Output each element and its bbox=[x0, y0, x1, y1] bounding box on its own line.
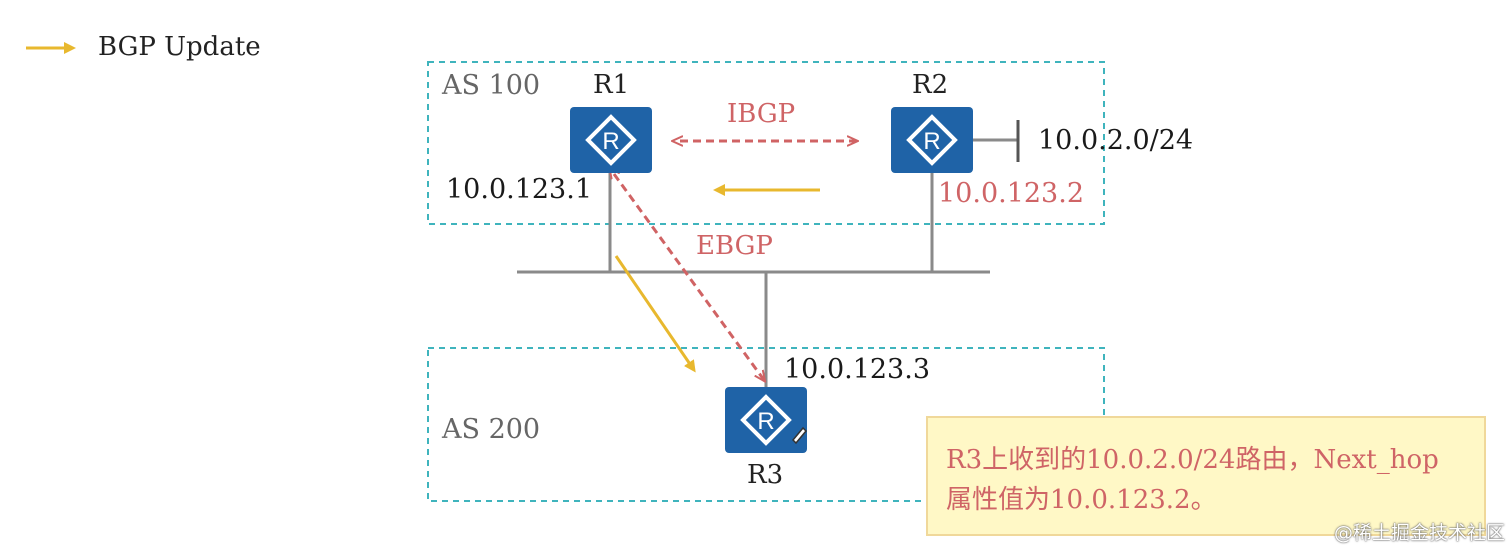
router-r1-ip: 10.0.123.1 bbox=[446, 174, 592, 205]
ibgp-label: IBGP bbox=[727, 99, 796, 129]
ebgp-label: EBGP bbox=[696, 231, 773, 261]
callout-line-1: R3上收到的10.0.2.0/24路由，Next_hop bbox=[946, 445, 1439, 475]
router-r2-name: R2 bbox=[912, 70, 949, 100]
legend-label: BGP Update bbox=[98, 32, 261, 62]
router-r3-glyph: R bbox=[757, 408, 774, 435]
router-r1-icon[interactable]: R bbox=[570, 107, 652, 173]
as200-label: AS 200 bbox=[442, 414, 541, 445]
router-r3-ip: 10.0.123.3 bbox=[784, 354, 930, 385]
watermark: @稀土掘金技术社区 bbox=[1334, 522, 1506, 544]
as100-label: AS 100 bbox=[442, 70, 541, 101]
router-r3-name: R3 bbox=[747, 460, 784, 490]
pen-cursor-icon bbox=[791, 426, 808, 445]
callout-line-2: 属性值为10.0.123.2。 bbox=[946, 485, 1217, 515]
router-r2-ip: 10.0.123.2 bbox=[938, 178, 1084, 209]
as100-boundary bbox=[427, 61, 1105, 225]
network-prefix: 10.0.2.0/24 bbox=[1038, 125, 1194, 156]
legend-arrow-icon bbox=[26, 42, 76, 54]
router-r1-name: R1 bbox=[593, 70, 630, 100]
update-arrow-r1-to-r3 bbox=[614, 255, 696, 373]
router-r1-glyph: R bbox=[602, 128, 619, 155]
router-r2-glyph: R bbox=[923, 128, 940, 155]
ebgp-session-line bbox=[614, 174, 764, 380]
router-r3-icon[interactable]: R bbox=[725, 387, 807, 453]
next-hop-callout: R3上收到的10.0.2.0/24路由，Next_hop 属性值为10.0.12… bbox=[926, 416, 1486, 536]
router-r2-icon[interactable]: R bbox=[891, 107, 973, 173]
